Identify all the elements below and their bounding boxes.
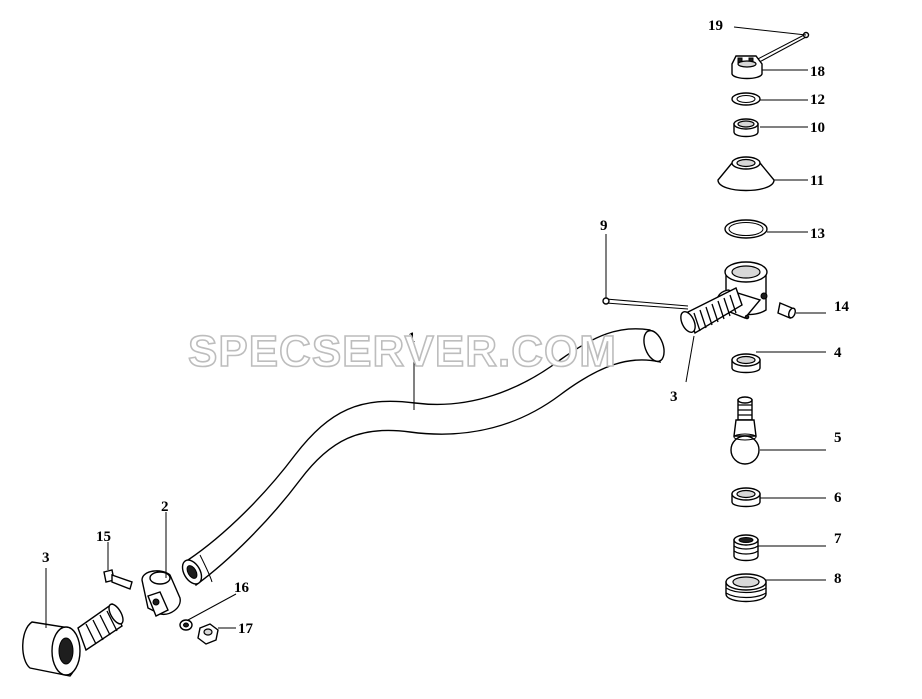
bearing-ring-4 bbox=[731, 353, 761, 374]
dust-boot bbox=[717, 156, 775, 192]
callouts: 1 2 3 3 4 5 6 7 8 9 10 11 12 13 14 15 16… bbox=[42, 18, 850, 637]
castle-nut bbox=[731, 55, 763, 80]
callout-16: 16 bbox=[234, 580, 250, 596]
callout-7: 7 bbox=[834, 531, 842, 547]
watermark: SPECSERVER.COM bbox=[188, 327, 617, 376]
grease-fitting bbox=[777, 302, 796, 319]
bolt-15 bbox=[103, 569, 133, 590]
callout-3-left: 3 bbox=[42, 550, 50, 566]
callout-6: 6 bbox=[834, 490, 842, 506]
callout-18: 18 bbox=[810, 64, 825, 80]
callout-14: 14 bbox=[834, 299, 850, 315]
callout-2: 2 bbox=[161, 499, 169, 515]
clamp-bolt-right bbox=[602, 297, 689, 310]
callout-12: 12 bbox=[810, 92, 825, 108]
callout-8: 8 bbox=[834, 571, 842, 587]
clamp-2 bbox=[141, 570, 181, 617]
callout-17: 17 bbox=[238, 621, 254, 637]
ball-seat-6 bbox=[731, 487, 761, 508]
cotter-pin bbox=[751, 31, 810, 67]
callout-1: 1 bbox=[408, 330, 416, 346]
threaded-shank-right bbox=[680, 287, 743, 335]
spring-7 bbox=[733, 534, 759, 562]
plug-8 bbox=[725, 573, 767, 603]
ball-stud bbox=[730, 396, 760, 465]
callout-13: 13 bbox=[810, 226, 825, 242]
callout-9: 9 bbox=[600, 218, 608, 234]
bushing-10 bbox=[733, 118, 759, 138]
washer-12 bbox=[731, 92, 761, 106]
callout-11: 11 bbox=[810, 173, 824, 189]
tie-rod-tube bbox=[181, 328, 665, 587]
ring-13 bbox=[724, 219, 768, 239]
leader-lines bbox=[45, 26, 826, 629]
callout-5: 5 bbox=[834, 430, 842, 446]
tie-rod-end-left bbox=[22, 602, 124, 677]
callout-4: 4 bbox=[834, 345, 842, 361]
callout-10: 10 bbox=[810, 120, 825, 136]
callout-19: 19 bbox=[708, 18, 723, 34]
callout-3-right: 3 bbox=[670, 389, 678, 405]
washer-16 bbox=[179, 619, 193, 631]
nut-17 bbox=[197, 623, 219, 645]
callout-15: 15 bbox=[96, 529, 111, 545]
